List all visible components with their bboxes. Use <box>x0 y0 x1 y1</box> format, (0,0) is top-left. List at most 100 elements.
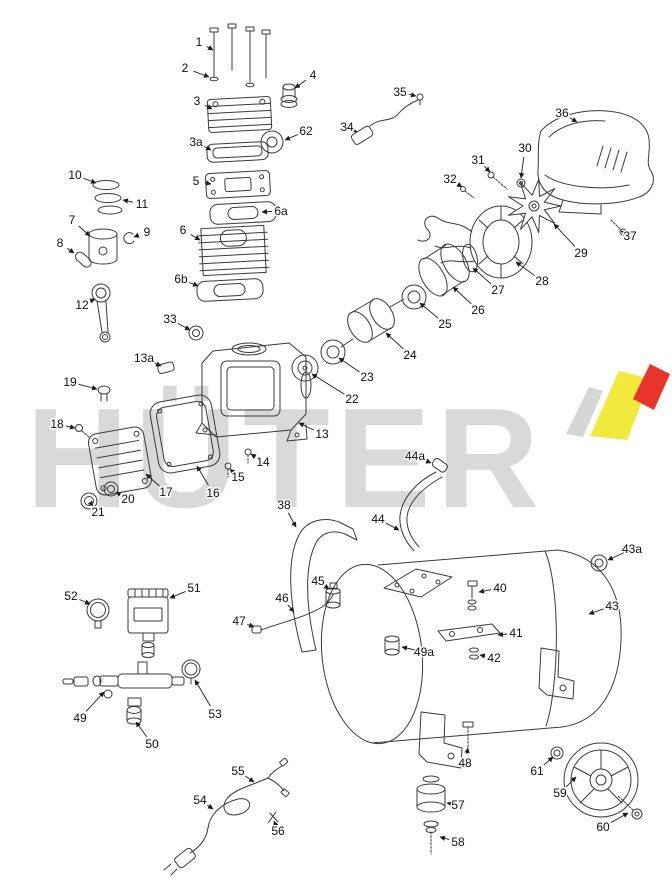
leader-line-44 <box>385 522 400 531</box>
leader-line-37 <box>620 230 627 236</box>
leader-line-45 <box>323 583 330 590</box>
leader-line-2 <box>193 70 210 78</box>
part-label-6b: 6b <box>174 272 188 286</box>
manifold-drawing <box>62 661 185 699</box>
flag-red-stripe <box>633 364 670 410</box>
flag-gray-stripe <box>566 387 603 437</box>
leader-line-22 <box>311 373 345 395</box>
leader-line-11 <box>122 198 134 204</box>
leader-line-7 <box>78 225 91 237</box>
part-label-50: 50 <box>145 737 159 751</box>
part-label-23: 23 <box>360 370 374 384</box>
part-label-9: 9 <box>144 225 151 239</box>
part-label-7: 7 <box>69 213 76 227</box>
part-label-45: 45 <box>311 574 325 588</box>
bracket-41-drawing <box>437 623 501 642</box>
safety-valve-drawing <box>126 697 142 725</box>
part-label-55: 55 <box>231 764 245 778</box>
part-label-15: 15 <box>231 470 245 484</box>
leader-line-40 <box>478 588 492 594</box>
fan-washer-drawing <box>516 178 526 188</box>
part-label-3a: 3a <box>189 135 203 149</box>
part-label-54: 54 <box>193 793 207 807</box>
cylinder-drawing <box>197 224 270 277</box>
wheel-drawing <box>563 742 639 818</box>
watermark: HÜTER <box>26 364 670 538</box>
part-label-48: 48 <box>458 756 472 770</box>
part-label-58: 58 <box>451 835 465 849</box>
part-label-49a: 49a <box>414 645 434 659</box>
cylinder-gasket-top-drawing <box>209 201 277 225</box>
part-label-32: 32 <box>443 172 457 186</box>
part-label-42: 42 <box>487 651 501 665</box>
leader-line-52 <box>79 599 91 605</box>
part-label-61: 61 <box>530 764 544 778</box>
part-label-60: 60 <box>596 820 610 834</box>
part-label-62: 62 <box>299 124 313 138</box>
leader-line-53 <box>194 679 211 707</box>
outlet-elbow-drawing <box>280 83 298 108</box>
tank-foot-front-drawing <box>418 711 463 769</box>
leader-line-55 <box>245 775 255 783</box>
leader-line-6a <box>261 209 273 215</box>
vibration-bolt-drawing <box>462 721 474 751</box>
leader-line-38 <box>287 512 297 528</box>
flag-yellow-stripe <box>590 371 651 440</box>
part-label-27: 27 <box>491 283 505 297</box>
leader-line-51 <box>169 591 186 599</box>
part-label-5: 5 <box>193 174 200 188</box>
part-label-11: 11 <box>136 197 149 211</box>
leader-line-27 <box>472 267 492 285</box>
crankcase-cover-drawing <box>87 426 153 496</box>
leader-line-20 <box>115 491 122 497</box>
part-label-57: 57 <box>451 798 465 812</box>
leader-line-28 <box>515 261 535 277</box>
crankcase-drawing <box>195 342 312 442</box>
leader-line-18 <box>65 424 76 430</box>
part-label-38: 38 <box>277 498 291 512</box>
head-bolts-drawing <box>209 23 271 88</box>
part-label-17: 17 <box>159 485 173 499</box>
leader-line-9 <box>133 232 140 238</box>
leader-line-59 <box>566 776 577 787</box>
fan-screw-drawing <box>487 171 508 190</box>
part-label-25: 25 <box>438 317 452 331</box>
leader-line-4 <box>294 79 306 89</box>
leader-line-21 <box>87 500 94 507</box>
leader-line-32 <box>456 182 463 188</box>
leader-line-12 <box>89 298 96 304</box>
sight-glass-drawing <box>103 481 119 497</box>
wrist-pin-drawing <box>74 251 92 268</box>
rotor-drawing <box>418 243 470 297</box>
breather-plug-drawing <box>97 385 111 402</box>
pressure-pipe-drawing <box>251 594 334 634</box>
part-label-59: 59 <box>553 786 567 800</box>
fan-drawing <box>508 178 562 234</box>
leader-line-6b <box>189 281 199 287</box>
leader-line-62 <box>284 134 298 141</box>
leader-line-30 <box>518 156 525 179</box>
part-label-41: 41 <box>509 626 523 640</box>
head-gasket-drawing <box>206 141 269 163</box>
circlip-drawing <box>123 232 135 245</box>
part-label-13a: 13a <box>134 351 154 365</box>
part-label-2: 2 <box>182 61 189 75</box>
part-label-31: 31 <box>471 153 485 167</box>
leader-line-44a <box>423 458 432 464</box>
leader-line-13 <box>298 422 315 431</box>
power-cord-drawing <box>163 757 290 876</box>
leader-line-23 <box>338 357 360 373</box>
leader-line-5 <box>204 180 212 186</box>
rubber-foot-drawing <box>416 775 446 813</box>
leader-line-16 <box>196 465 209 486</box>
tank-drawing <box>320 549 622 745</box>
part-label-3: 3 <box>194 94 201 108</box>
leader-line-36 <box>569 117 578 123</box>
part-label-44a: 44a <box>405 449 425 463</box>
leader-line-17 <box>145 473 160 487</box>
piston-rings-drawing <box>92 180 123 215</box>
part-label-19: 19 <box>63 375 77 389</box>
leader-line-50 <box>135 721 148 737</box>
